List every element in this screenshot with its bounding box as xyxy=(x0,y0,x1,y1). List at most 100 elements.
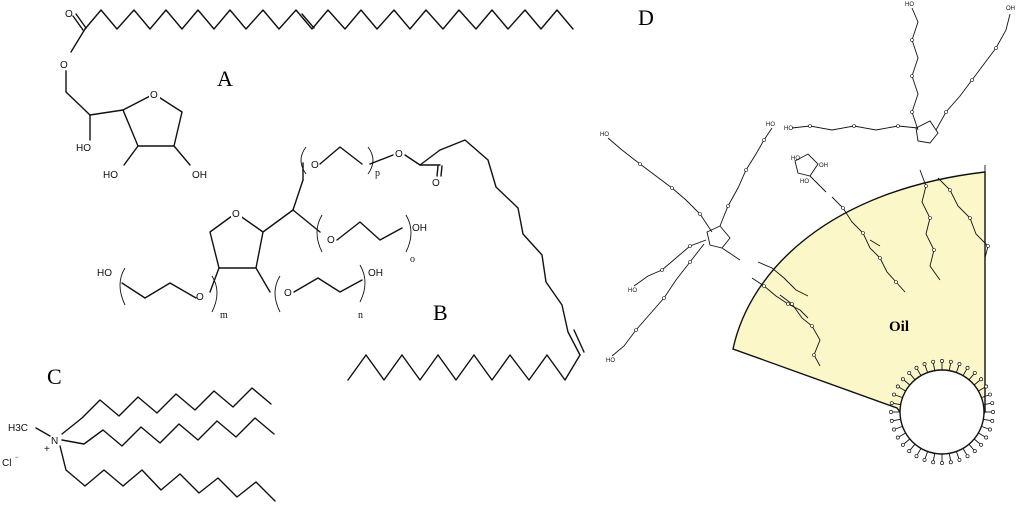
micelle-head xyxy=(979,377,984,382)
peg-oxygen xyxy=(662,296,666,300)
peg-oxygen xyxy=(986,244,990,248)
peg-oxygen xyxy=(812,353,816,357)
peg-oxygen xyxy=(948,188,952,192)
micelle-tail xyxy=(968,374,974,381)
b-o-mid: O xyxy=(327,235,335,246)
micelle-head xyxy=(957,362,962,367)
micelle-head xyxy=(914,365,919,370)
micelle-tail xyxy=(968,443,974,450)
peg-oxygen xyxy=(762,138,766,142)
a-carbonyl-o: O xyxy=(65,9,73,20)
peg-oxygen xyxy=(634,328,638,332)
micelle-tail xyxy=(981,394,989,399)
peg-oxygen xyxy=(744,168,748,172)
panel-label-b: B xyxy=(433,300,448,325)
peg-ho-3: HO xyxy=(600,132,609,138)
c-h3c: H3C xyxy=(8,423,28,434)
peg-oxygen xyxy=(910,74,914,78)
micelle-tail xyxy=(904,380,911,386)
micelle xyxy=(899,369,985,455)
peg-oxygen xyxy=(878,256,882,260)
a-ester-o: O xyxy=(60,60,68,71)
b-ester-o: O xyxy=(395,149,403,160)
peg-oxygen xyxy=(638,162,642,166)
micelle-tail xyxy=(978,387,985,392)
a-oh: OH xyxy=(192,170,207,181)
oil-label: Oil xyxy=(889,319,909,335)
b-ho-left: HO xyxy=(97,268,112,279)
micelle-head xyxy=(984,384,989,389)
peg-oxygen xyxy=(688,244,692,248)
micelle-tail xyxy=(910,443,916,450)
b-o-left: O xyxy=(196,292,204,303)
micelle-head xyxy=(979,442,984,447)
micelle-tail xyxy=(917,448,922,455)
subscript-p: p xyxy=(375,168,380,179)
peg-oxygen xyxy=(841,206,845,210)
micelle-tail xyxy=(899,432,906,437)
micelle-head xyxy=(922,362,927,367)
micelle-tail xyxy=(904,438,911,444)
peg-oxygen xyxy=(852,124,856,128)
micelle-tail xyxy=(895,394,903,399)
micelle-tail xyxy=(962,369,967,376)
peg-ho-1: HO xyxy=(905,2,914,8)
micelle-tail xyxy=(933,453,936,461)
micelle-tail xyxy=(973,380,980,386)
micelle-head xyxy=(907,370,912,375)
b-oh-low: OH xyxy=(368,268,383,279)
micelle-tail xyxy=(899,387,906,392)
peg-oxygen xyxy=(894,280,898,284)
micelle-head xyxy=(895,384,900,389)
micelle-tail xyxy=(917,369,922,376)
peg-oxygen xyxy=(910,110,914,114)
b-carbonyl-o: O xyxy=(432,178,440,189)
panel-label-d: D xyxy=(638,5,654,30)
micelle-head xyxy=(965,365,970,370)
molecule-b: O O p O O O OH o O HO m xyxy=(97,139,585,381)
micelle-head xyxy=(895,435,900,440)
head-ho-1: HO xyxy=(791,156,800,162)
micelle-tail xyxy=(893,403,901,406)
micelle-tail xyxy=(924,365,929,373)
molecule-a: O O HO O HO OH xyxy=(60,9,574,181)
micelle-head xyxy=(965,454,970,459)
micelle-head xyxy=(892,392,897,397)
micelle-head xyxy=(900,442,905,447)
subscript-o: o xyxy=(410,254,415,265)
c-plus: + xyxy=(44,444,50,455)
micelle-head xyxy=(984,435,989,440)
peg-oxygen xyxy=(861,231,865,235)
micelle-head xyxy=(990,418,995,423)
head-ho-2: HO xyxy=(800,179,809,185)
molecule-c: H3C N + Cl − xyxy=(2,387,276,502)
micelle-tail xyxy=(948,453,951,461)
micelle-head xyxy=(957,457,962,462)
b-oh-mid: OH xyxy=(412,223,427,234)
micelle-tail xyxy=(924,451,929,459)
subscript-n: n xyxy=(358,310,363,321)
peg-oxygen xyxy=(660,268,664,272)
peg-oxygen xyxy=(924,184,928,188)
micelle-surfactant-tails xyxy=(889,359,995,465)
micelle-head xyxy=(940,359,944,363)
peg-oxygens xyxy=(634,38,998,357)
micelle-head xyxy=(987,427,992,432)
peg-oxygen xyxy=(944,110,948,114)
head-oh-1: OH xyxy=(819,163,828,169)
peg-oxygen xyxy=(970,78,974,82)
c-n: N xyxy=(51,436,58,447)
peg-oxygen xyxy=(762,284,766,288)
micelle-head xyxy=(889,401,894,406)
b-o-low: O xyxy=(284,288,292,299)
peg-ho-2: HO xyxy=(784,126,793,132)
micelle-tail xyxy=(955,451,960,459)
peg-ho-6: HO xyxy=(628,288,637,294)
micelle-head xyxy=(948,460,953,465)
c-minus: − xyxy=(15,455,19,461)
peg-oxygen xyxy=(932,248,936,252)
micelle-head xyxy=(940,461,944,465)
c-cl: Cl xyxy=(2,458,11,469)
micelle-head xyxy=(990,401,995,406)
